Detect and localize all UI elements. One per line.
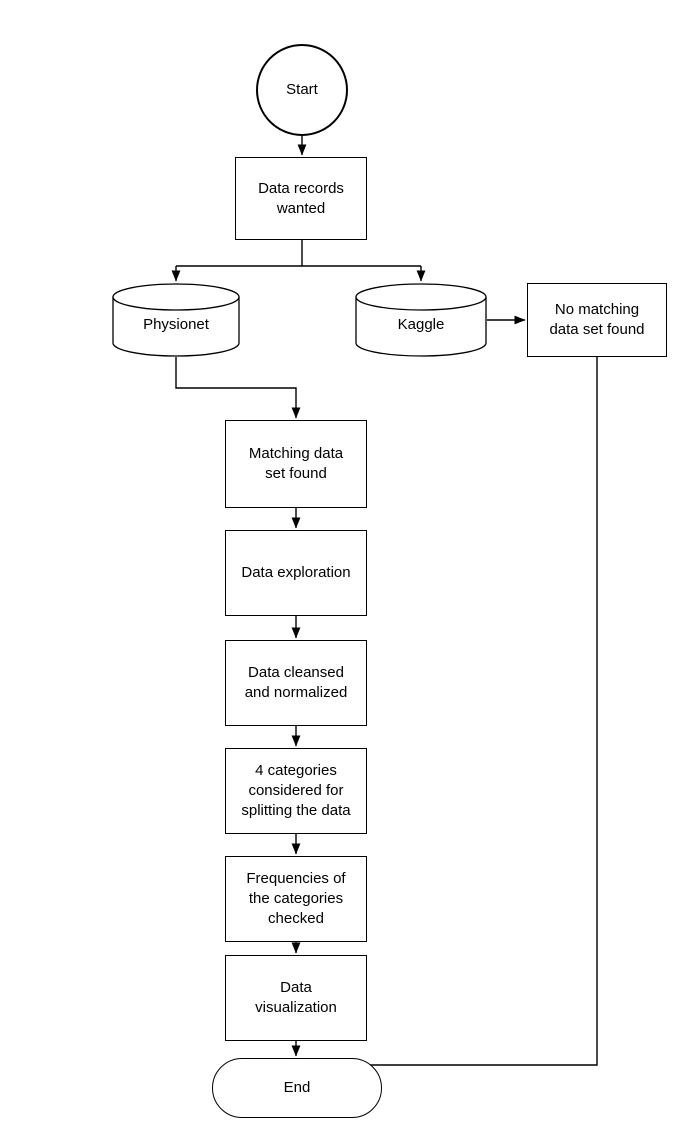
node-exploration[interactable]: Data exploration [225, 530, 367, 616]
node-cleansed[interactable]: Data cleansed and normalized [225, 640, 367, 726]
node-frequencies[interactable]: Frequencies of the categories checked [225, 856, 367, 942]
connector-physionet-to-matching [175, 357, 301, 419]
node-label-matching: Matching data set found [248, 445, 344, 482]
node-end[interactable]: End [212, 1058, 382, 1118]
node-label-frequencies: Frequencies of the categories checked [246, 870, 346, 927]
node-visualization[interactable]: Data visualization [225, 955, 367, 1041]
node-label-nomatch: No matching data set found [549, 301, 645, 338]
node-label-exploration: Data exploration [241, 564, 351, 582]
node-kaggle[interactable]: Kaggle [355, 283, 487, 357]
connector-nomatch-to-end [313, 357, 598, 1070]
node-nomatch[interactable]: No matching data set found [527, 283, 667, 357]
node-start[interactable]: Start [256, 44, 348, 136]
node-label-categories: 4 categories considered for splitting th… [241, 762, 351, 819]
node-label-records: Data records wanted [258, 179, 344, 217]
node-categories[interactable]: 4 categories considered for splitting th… [225, 748, 367, 834]
node-label-start: Start [286, 81, 318, 99]
node-physionet[interactable]: Physionet [112, 283, 240, 357]
edges-group [171, 136, 598, 1070]
node-label-cleansed: Data cleansed and normalized [244, 664, 348, 701]
node-matching[interactable]: Matching data set found [225, 420, 367, 508]
node-label-visualization: Data visualization [255, 979, 337, 1016]
cylinder-shape-physionet [112, 283, 240, 357]
cylinder-shape-kaggle [355, 283, 487, 357]
node-label-end: End [283, 1079, 311, 1097]
node-records[interactable]: Data records wanted [235, 157, 367, 240]
